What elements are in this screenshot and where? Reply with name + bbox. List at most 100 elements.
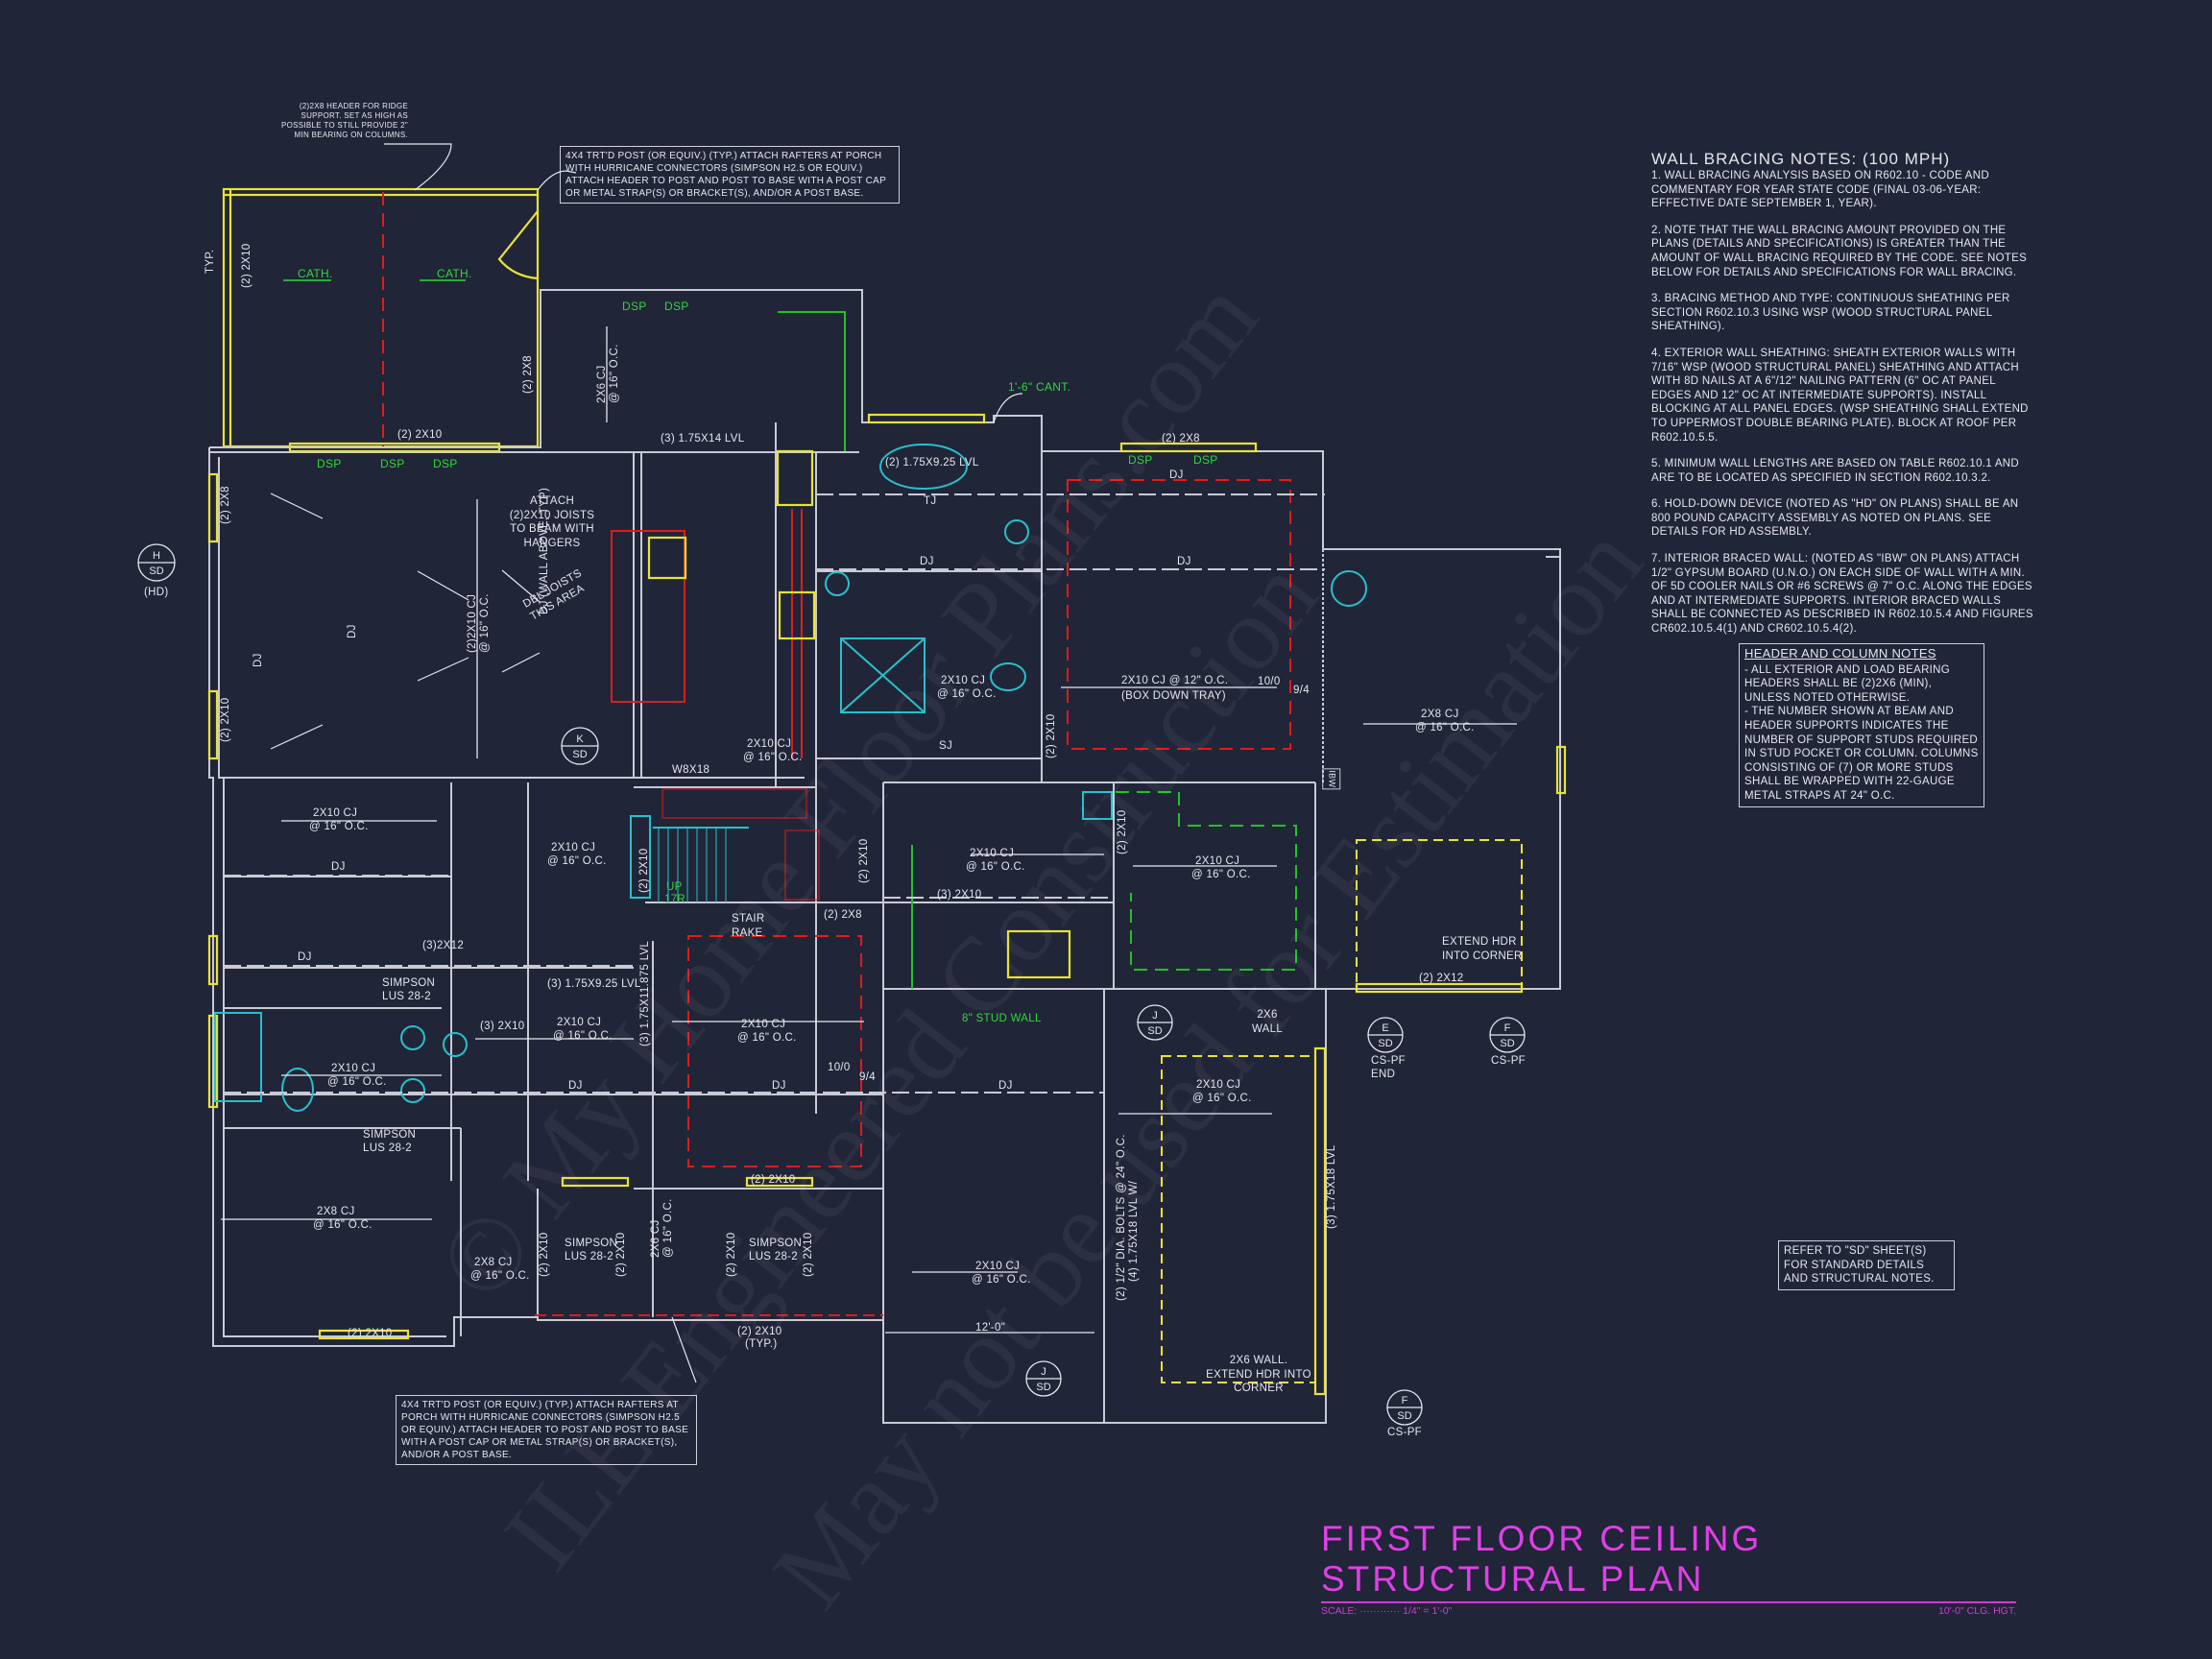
label-oc: @ 16" O.C. [972,1274,1031,1286]
scale-label: SCALE: [1321,1605,1358,1617]
svg-text:SD: SD [1036,1382,1050,1393]
label-cj: 2x10 CJ [313,807,358,819]
label-header: (2) 2x12 [1419,973,1464,984]
title-divider [1321,1601,2016,1603]
wall-bracing-item: 3. BRACING METHOD AND TYPE: CONTINUOUS S… [1651,293,2010,333]
label-dsp: DSP [1193,453,1218,467]
label-lus: LUS 28-2 [565,1251,613,1262]
title-subline: SCALE: ············ 1/4" = 1'-0" 10'-0" … [1321,1605,2016,1617]
label-beam-lvl11875: (3) 1.75x11.875 LVL [639,940,651,1046]
wall-bracing-notes: WALL BRACING NOTES: (100 MPH) 1. WALL BR… [1651,150,2035,637]
label-cj: 2x10 CJ [975,1261,1021,1272]
laundry-machines [1006,929,1071,979]
label-header: (2) 2x10 [1046,713,1057,758]
label-dj: DJ [331,861,346,873]
label-wall-above: DJ (WALL ABOVE, TYP) [539,487,550,614]
label-oc: @ 16" O.C. [553,1030,613,1042]
label-cs-pf: CS-PF [1387,1427,1422,1438]
label-dsp: DSP [380,457,405,470]
label-oc: @ 16" O.C. [966,861,1025,873]
label-oc: @ 16" O.C. [937,688,997,700]
label-hd: (HD) [144,587,169,598]
label-oc: @ 16" O.C. [737,1032,797,1044]
wall-bracing-item: 7. INTERIOR BRACED WALL: (NOTED AS "IBW"… [1651,553,2033,636]
header-column-notes: HEADER AND COLUMN NOTES - ALL EXTERIOR A… [1739,643,1984,807]
label-lus: LUS 28-2 [363,1142,412,1154]
label-dj: DJ [252,653,264,667]
svg-text:SD: SD [149,565,163,577]
label-lus: LUS 28-2 [749,1251,798,1262]
svg-text:E: E [1382,1022,1388,1034]
label-dj: DJ [347,624,358,638]
svg-text:F: F [1402,1395,1408,1407]
label-stair-rake: STAIR RAKE [732,913,765,939]
label-oc: @ 16" O.C. [327,1076,387,1088]
label-oc: @ 16" O.C. [1191,869,1251,880]
label-dj: DJ [920,556,934,567]
label-dim-12: 12'-0" [975,1322,1006,1334]
label-ibw: IBW [1322,768,1341,790]
label-dj: DJ [1177,556,1191,567]
label-sj: SJ [939,740,953,752]
label-oc: @ 16" O.C. [470,1270,530,1282]
label-header: (3) 2X10 [937,889,982,901]
label-dsp: DSP [1128,453,1153,467]
label-2x6-wall-extend: 2x6 WALL. EXTEND HDR INTO CORNER [1206,1355,1311,1395]
svg-text:SD: SD [572,749,587,760]
label-beam-lvl18-4: (4) 1.75x18 LVL W/ [1128,1180,1140,1282]
label-header: (2) 2x10 [803,1232,814,1277]
label-cath-right: CATH. [437,267,472,280]
porch-post-note-top: 4X4 TRT'D POST (OR EQUIV.) (TYP.) ATTACH… [560,146,900,204]
label-header: (2) 2x10 [858,838,870,883]
svg-text:K: K [576,733,584,745]
svg-text:F: F [1504,1022,1511,1034]
label-stud-wall: 8" STUD WALL [962,1013,1042,1024]
label-header: (3) 2X10 [480,1021,525,1032]
label-cs-pf: CS-PF [1491,1055,1526,1067]
dbl-joist-x [270,493,541,750]
label-header: (2) 2X10 [241,243,252,288]
label-cj: 2x8 CJ [474,1257,513,1268]
label-cj: 2x10 CJ [557,1017,602,1028]
label-cj: 2x8 CJ [1421,709,1459,720]
porch-post-note-bottom: 4X4 TRT'D POST (OR EQUIV.) (TYP.) ATTACH… [396,1395,697,1465]
label-beam-lvl14: (3) 1.75x14 LVL [661,433,745,445]
label-header: (3)2X12 [422,940,465,951]
headers [207,413,1567,1396]
leaders [384,143,1023,1383]
soffit-outlines [778,311,1523,1383]
label-cj: 2x10 CJ [1196,1079,1241,1091]
stair [658,788,820,902]
label-dim: 10/0 [828,1062,851,1073]
beams [224,493,1325,1317]
label-dj: DJ [298,951,312,963]
svg-text:SD: SD [1397,1410,1411,1422]
label-oc: @ 16" O.C. [743,752,803,763]
label-beam-lvl925: (3) 1.75x9.25 LVL [547,978,641,990]
wall-bracing-item: 6. HOLD-DOWN DEVICE (NOTED AS "HD" ON PL… [1651,498,2019,539]
svg-text:J: J [1041,1366,1046,1378]
label-dim: 9/4 [1293,685,1310,696]
label-end: END [1371,1069,1396,1080]
label-dj: DJ [772,1080,786,1092]
label-dsp: DSP [664,300,689,313]
label-dj: DJ [568,1080,583,1092]
label-dim: 10/0 [1258,676,1281,687]
label-simpson: SIMPSON [382,977,436,989]
refer-sd-note: REFER TO "SD" SHEET(S) FOR STANDARD DETA… [1778,1240,1955,1290]
label-cantilever: 1'-6" CANT. [1008,380,1071,394]
label-cj: 2x10 CJ [551,842,596,854]
label-header: (2) 2x10 [726,1232,737,1277]
label-box-down: (BOX DOWN TRAY) [1121,690,1226,702]
ridge-header-note: (2)2X8 HEADER FOR RIDGE SUPPORT. SET AS … [280,102,408,139]
label-dim: 9/4 [859,1071,876,1083]
scale-group: SCALE: ············ 1/4" = 1'-0" [1321,1605,1453,1617]
svg-text:H: H [153,550,160,562]
svg-text:SD: SD [1147,1025,1162,1037]
label-cj: 2x8 CJ [317,1206,355,1217]
header-column-title: HEADER AND COLUMN NOTES [1744,646,1936,661]
label-cj: 2x10 CJ [747,738,792,750]
label-dsp: DSP [622,300,647,313]
label-oc: @ 16" O.C. [313,1219,373,1231]
